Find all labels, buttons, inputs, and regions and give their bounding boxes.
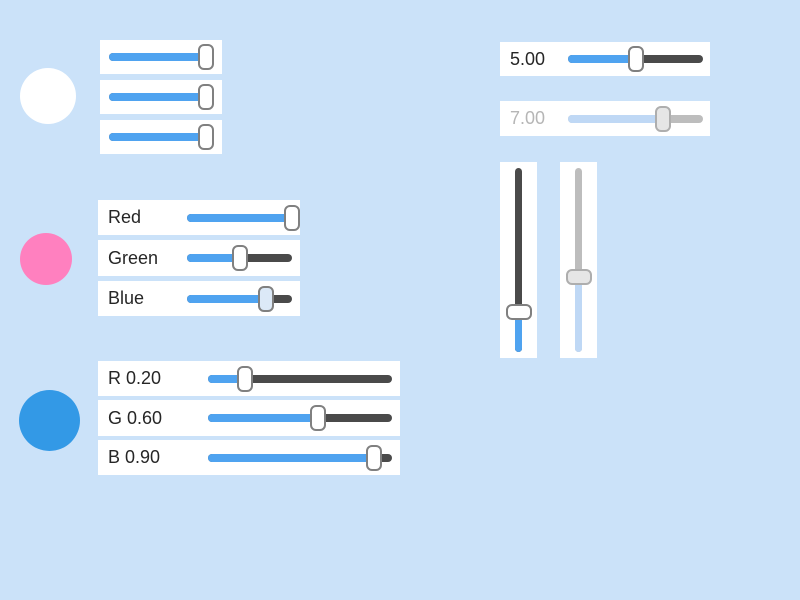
- slider-r-020[interactable]: R 0.20: [98, 361, 400, 396]
- slider-thumb: [654, 105, 671, 132]
- slider-track[interactable]: [109, 124, 214, 150]
- slider-track: [565, 168, 592, 352]
- slider-track-fill: [208, 453, 374, 462]
- slider-track-fill: [109, 93, 206, 101]
- slider-thumb[interactable]: [365, 444, 382, 471]
- slider-track[interactable]: [505, 168, 532, 352]
- slider-plain-1[interactable]: [100, 40, 222, 74]
- slider-value-500-label: 5.00: [510, 48, 546, 69]
- slider-track[interactable]: [109, 84, 214, 110]
- slider-track[interactable]: [187, 245, 292, 271]
- color-swatch-white: [20, 68, 76, 124]
- slider-track-fill: [208, 414, 319, 422]
- slider-thumb: [565, 268, 592, 285]
- slider-value-500[interactable]: 5.00: [500, 42, 710, 76]
- slider-track-fill: [187, 294, 266, 303]
- slider-track[interactable]: [208, 365, 392, 392]
- slider-thumb[interactable]: [284, 204, 300, 231]
- slider-b-090[interactable]: B 0.90: [98, 440, 400, 475]
- slider-thumb[interactable]: [627, 46, 644, 72]
- slider-thumb[interactable]: [257, 285, 274, 312]
- slider-thumb[interactable]: [198, 44, 214, 70]
- slider-green-label: Green: [108, 247, 159, 268]
- slider-r-020-label: R 0.20: [108, 368, 162, 388]
- slider-value-700-disabled: 7.00: [500, 101, 710, 136]
- slider-blue-label: Blue: [108, 288, 145, 308]
- slider-track-fill: [208, 374, 245, 383]
- slider-track[interactable]: [208, 444, 392, 471]
- slider-plain-2[interactable]: [100, 80, 222, 114]
- slider-plain-3[interactable]: [100, 120, 222, 154]
- slider-g-060-label: G 0.60: [108, 407, 163, 428]
- slider-track-fill: [515, 311, 522, 352]
- slider-value-700-label: 7.00: [510, 108, 546, 128]
- slider-track[interactable]: [208, 405, 392, 431]
- slider-thumb[interactable]: [236, 365, 253, 392]
- slider-track[interactable]: [187, 285, 292, 312]
- vertical-slider-1[interactable]: [500, 162, 537, 358]
- slider-red[interactable]: Red: [98, 200, 300, 235]
- slider-track[interactable]: [109, 44, 214, 70]
- slider-track[interactable]: [187, 204, 300, 231]
- slider-green[interactable]: Green: [98, 240, 300, 276]
- slider-track: [568, 105, 703, 132]
- color-swatch-blue: [19, 390, 80, 451]
- slider-g-060[interactable]: G 0.60: [98, 400, 400, 436]
- color-swatch-pink: [20, 233, 72, 285]
- slider-track-fill: [575, 276, 582, 352]
- slider-track-fill: [568, 55, 636, 63]
- slider-thumb[interactable]: [198, 84, 214, 110]
- slider-b-090-label: B 0.90: [108, 447, 161, 467]
- slider-track-fill: [568, 114, 663, 123]
- slider-blue[interactable]: Blue: [98, 281, 300, 316]
- vertical-slider-2-disabled: [560, 162, 597, 358]
- slider-thumb[interactable]: [231, 245, 248, 271]
- slider-red-label: Red: [108, 207, 142, 227]
- slider-track-fill: [187, 213, 292, 222]
- slider-thumb[interactable]: [198, 124, 214, 150]
- slider-thumb[interactable]: [310, 405, 327, 431]
- slider-track-fill: [109, 53, 206, 61]
- slider-thumb[interactable]: [505, 303, 532, 320]
- slider-track-fill: [109, 133, 206, 141]
- slider-track-fill: [187, 254, 240, 262]
- slider-track[interactable]: [568, 46, 703, 72]
